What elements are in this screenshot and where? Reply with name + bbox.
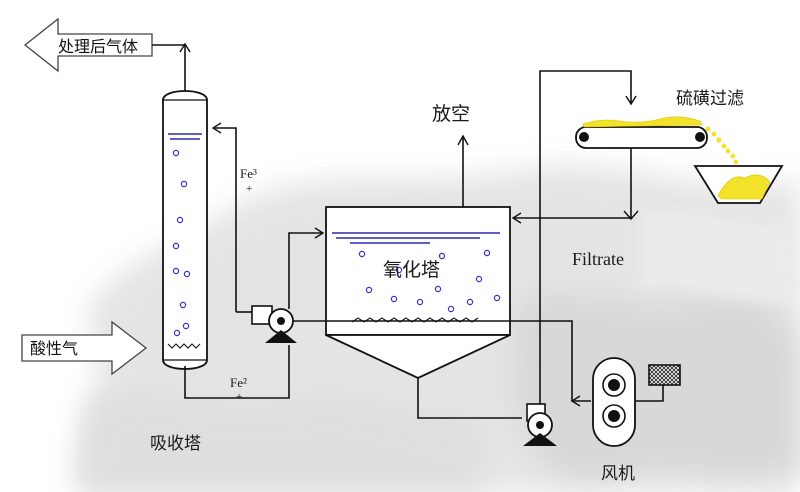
absorber-column	[162, 90, 208, 370]
filtrate-label: Filtrate	[572, 249, 624, 269]
pump-icon	[251, 305, 297, 343]
conveyor-belt-icon	[575, 116, 746, 175]
blower-label: 风机	[601, 464, 635, 484]
motor-shaft	[635, 385, 664, 402]
oxidizer-label: 氧化塔	[383, 259, 440, 281]
sour-gas-arrow: 酸性气	[21, 320, 148, 376]
arrowhead	[457, 134, 469, 146]
slurry-pipe	[417, 378, 522, 419]
sour-gas-label: 酸性气	[30, 339, 78, 358]
treated-gas-arrow: 处理后气体	[23, 17, 153, 73]
arrowhead	[314, 227, 325, 239]
air-pipe	[326, 320, 591, 402]
blower-icon	[592, 357, 636, 447]
fe2-label: Fe²	[230, 375, 247, 390]
fe3-charge-mark: +	[246, 183, 252, 195]
treated-gas-pipe	[152, 44, 186, 93]
treated-gas-label: 处理后气体	[58, 37, 138, 56]
left-arrow-icon	[23, 17, 153, 73]
arrowhead	[511, 212, 522, 224]
vent-label: 放空	[432, 103, 470, 125]
oxidizer-bubbles	[358, 249, 501, 313]
pump-icon	[523, 403, 557, 446]
motor-icon	[648, 364, 681, 386]
fe3-return-pipe	[215, 127, 237, 312]
fe2-charge-mark: +	[236, 391, 242, 403]
sulfur-filter-label: 硫磺过滤	[676, 89, 744, 109]
fe3-label: Fe³	[240, 166, 257, 181]
absorber-label: 吸收塔	[150, 434, 201, 454]
hopper-icon	[693, 165, 784, 204]
arrowhead	[211, 122, 222, 134]
absorber-bubbles	[172, 149, 191, 337]
arrowhead	[623, 210, 639, 221]
fe2-pipe	[184, 345, 290, 399]
pump-outlet-pipe	[288, 232, 322, 309]
arrowhead	[570, 395, 581, 407]
slurry-riser-pipe	[539, 70, 632, 404]
arrowhead	[179, 42, 191, 53]
arrowhead	[625, 95, 637, 106]
oxidizer-tank	[325, 206, 511, 379]
